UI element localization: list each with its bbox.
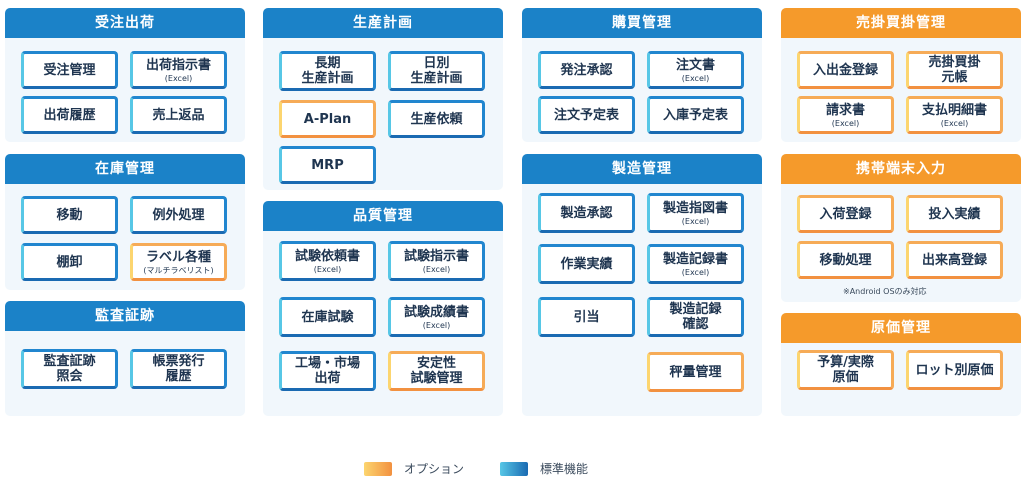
shukka-rireki-button[interactable]: 出荷履歴 (21, 96, 118, 134)
panel-zaiko-kanri: 在庫管理 移動 例外処理 棚卸 ラベル各種(マルチラベリスト) (5, 154, 245, 290)
dekidaka-toroku-button[interactable]: 出来高登録 (906, 241, 1003, 279)
panel-kobai-kanri: 購買管理 発注承認 注文書(Excel) 注文予定表 入庫予定表 (522, 8, 762, 142)
panel-title: 監査証跡 (5, 301, 245, 331)
panel-kansa-shoseki: 監査証跡 監査証跡照会 帳票発行履歴 (5, 301, 245, 416)
panel-seizo-kanri: 製造管理 製造承認 製造指図書(Excel) 作業実績 製造記録書(Excel)… (522, 154, 762, 416)
shiken-seisekisho-button[interactable]: 試験成績書(Excel) (388, 297, 485, 337)
a-plan-button[interactable]: A-Plan (279, 100, 376, 138)
seisan-irai-button[interactable]: 生産依頼 (388, 100, 485, 138)
panel-title: 在庫管理 (5, 154, 245, 184)
android-only-note: ※Android OSのみ対応 (843, 287, 927, 296)
nyuka-toroku-button[interactable]: 入荷登録 (797, 195, 894, 233)
seikyusho-button[interactable]: 請求書(Excel) (797, 96, 894, 134)
panel-title: 携帯端末入力 (781, 154, 1021, 184)
panel-title: 売掛買掛管理 (781, 8, 1021, 38)
kojo-shijo-shukka-button[interactable]: 工場・市場出荷 (279, 351, 376, 391)
panel-seisan-keikaku: 生産計画 長期生産計画 日別生産計画 A-Plan 生産依頼 MRP (263, 8, 503, 190)
sagyo-jisseki-button[interactable]: 作業実績 (538, 244, 635, 284)
hatchu-shonin-button[interactable]: 発注承認 (538, 51, 635, 89)
panel-title: 原価管理 (781, 313, 1021, 343)
tonyu-jisseki-button[interactable]: 投入実績 (906, 195, 1003, 233)
panel-title: 購買管理 (522, 8, 762, 38)
seizo-shonin-button[interactable]: 製造承認 (538, 193, 635, 233)
reigai-shori-button[interactable]: 例外処理 (130, 196, 227, 234)
hyoryo-kanri-button[interactable]: 秤量管理 (647, 352, 744, 392)
tanaoroshi-button[interactable]: 棚卸 (21, 243, 118, 281)
panel-title: 品質管理 (263, 201, 503, 231)
zaiko-shiken-button[interactable]: 在庫試験 (279, 297, 376, 337)
seizo-kiroku-kakunin-button[interactable]: 製造記録確認 (647, 297, 744, 337)
yosan-jissai-genka-button[interactable]: 予算/実際原価 (797, 350, 894, 390)
panel-genka-kanri: 原価管理 予算/実際原価 ロット別原価 (781, 313, 1021, 416)
uriage-henpin-button[interactable]: 売上返品 (130, 96, 227, 134)
chohyo-hakko-rireki-button[interactable]: 帳票発行履歴 (130, 349, 227, 389)
panel-title: 生産計画 (263, 8, 503, 38)
shukka-shijisho-button[interactable]: 出荷指示書(Excel) (130, 51, 227, 89)
nyuko-yoteihyo-button[interactable]: 入庫予定表 (647, 96, 744, 134)
lot-betsu-genka-button[interactable]: ロット別原価 (906, 350, 1003, 390)
chumonsho-button[interactable]: 注文書(Excel) (647, 51, 744, 89)
panel-title: 受注出荷 (5, 8, 245, 38)
anteisei-shiken-kanri-button[interactable]: 安定性試験管理 (388, 351, 485, 391)
nichibetsu-seisan-keikaku-button[interactable]: 日別生産計画 (388, 51, 485, 91)
hikiate-button[interactable]: 引当 (538, 297, 635, 337)
juchu-kanri-button[interactable]: 受注管理 (21, 51, 118, 89)
panel-juchu-shukka: 受注出荷 受注管理 出荷指示書(Excel) 出荷履歴 売上返品 (5, 8, 245, 142)
chumon-yoteihyo-button[interactable]: 注文予定表 (538, 96, 635, 134)
shiharai-meisaisho-button[interactable]: 支払明細書(Excel) (906, 96, 1003, 134)
seizo-kirokusho-button[interactable]: 製造記録書(Excel) (647, 244, 744, 284)
seizo-shizusho-button[interactable]: 製造指図書(Excel) (647, 193, 744, 233)
shiken-shijisho-button[interactable]: 試験指示書(Excel) (388, 241, 485, 281)
ido-button[interactable]: 移動 (21, 196, 118, 234)
option-legend-label: オプション (404, 462, 465, 476)
urikake-kaikake-motocho-button[interactable]: 売掛買掛元帳 (906, 51, 1003, 89)
option-swatch (364, 461, 392, 476)
panel-urikake-kaikake-kanri: 売掛買掛管理 入出金登録 売掛買掛元帳 請求書(Excel) 支払明細書(Exc… (781, 8, 1021, 142)
standard-swatch (500, 461, 529, 476)
panel-keitai-tanmatsu-nyuryoku: 携帯端末入力 入荷登録 投入実績 移動処理 出来高登録 ※Android OSの… (781, 154, 1021, 302)
mrp-button[interactable]: MRP (279, 146, 376, 184)
choki-seisan-keikaku-button[interactable]: 長期生産計画 (279, 51, 376, 91)
kansa-shoseki-shokai-button[interactable]: 監査証跡照会 (21, 349, 118, 389)
panel-hinshitsu-kanri: 品質管理 試験依頼書(Excel) 試験指示書(Excel) 在庫試験 試験成績… (263, 201, 503, 416)
ido-shori-button[interactable]: 移動処理 (797, 241, 894, 279)
panel-title: 製造管理 (522, 154, 762, 184)
shiken-iraisho-button[interactable]: 試験依頼書(Excel) (279, 241, 376, 281)
label-kakushu-button[interactable]: ラベル各種(マルチラベリスト) (130, 243, 227, 281)
legend: オプション 標準機能 (364, 460, 588, 477)
nyushukkin-toroku-button[interactable]: 入出金登録 (797, 51, 894, 89)
standard-legend-label: 標準機能 (540, 462, 589, 476)
